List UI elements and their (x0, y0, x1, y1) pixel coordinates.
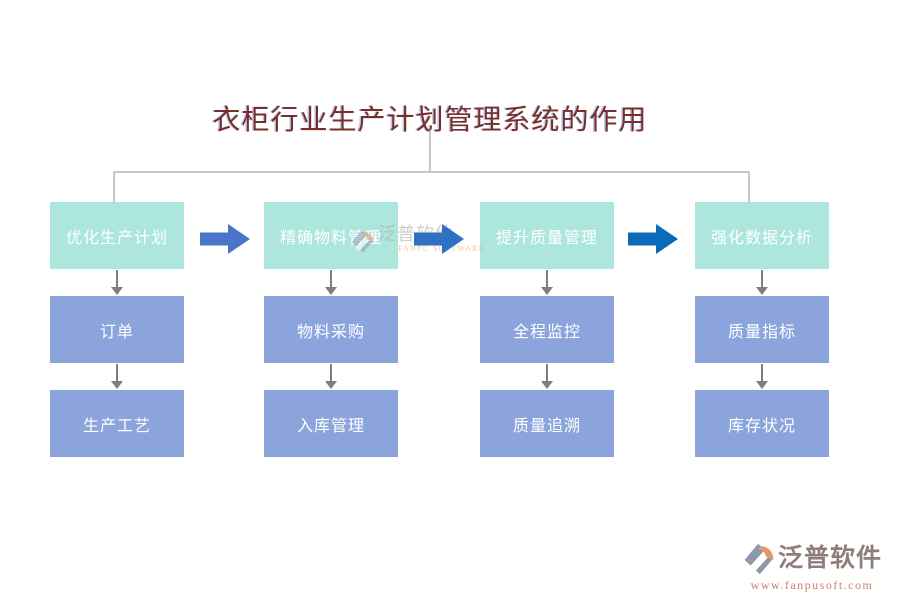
header-label: 提升质量管理 (495, 229, 598, 247)
footer-url: www.fanpusoft.com (750, 578, 874, 592)
vertical-arrow-stems (116, 270, 763, 382)
item-label: 全程监控 (512, 323, 581, 341)
item-label: 订单 (99, 323, 134, 341)
item-label: 质量指标 (727, 323, 796, 341)
item-box-orders: 订单 (50, 296, 184, 363)
item-box-full-monitoring: 全程监控 (480, 296, 614, 363)
header-label: 强化数据分析 (710, 229, 813, 247)
right-arrow-icon (628, 224, 678, 254)
item-label: 入库管理 (296, 417, 365, 435)
footer-brand: 泛普软件 www.fanpusoft.com (742, 541, 882, 592)
item-box-quality-metrics: 质量指标 (695, 296, 829, 363)
item-box-inventory-status: 库存状况 (695, 390, 829, 457)
item-label: 物料采购 (296, 323, 365, 341)
header-label: 优化生产计划 (65, 229, 168, 247)
right-arrow-icon (414, 224, 464, 254)
header-label: 精确物料管理 (279, 229, 382, 247)
right-arrow-icon (200, 224, 250, 254)
title-bracket-lines (113, 130, 750, 203)
page-title: 衣柜行业生产计划管理系统的作用 (212, 105, 648, 136)
item-box-material-purchase: 物料采购 (264, 296, 398, 363)
watermark-brand-en: FANPU SOFTWARE (398, 244, 485, 253)
footer-brand-text: 泛普软件 (777, 545, 882, 572)
header-box-strengthen-data-analysis: 强化数据分析 (695, 202, 829, 269)
item-box-quality-trace: 质量追溯 (480, 390, 614, 457)
item-box-production-process: 生产工艺 (50, 390, 184, 457)
item-box-warehouse-entry: 入库管理 (264, 390, 398, 457)
header-box-optimize-production-plan: 优化生产计划 (50, 202, 184, 269)
header-box-improve-quality-mgmt: 提升质量管理 (480, 202, 614, 269)
item-label: 质量追溯 (512, 417, 581, 435)
item-label: 库存状况 (727, 417, 796, 435)
vertical-arrow-heads (111, 287, 768, 389)
fanpu-logo-icon (744, 543, 774, 575)
header-box-accurate-material-mgmt: 精确物料管理 (264, 202, 398, 269)
item-label: 生产工艺 (82, 417, 151, 435)
